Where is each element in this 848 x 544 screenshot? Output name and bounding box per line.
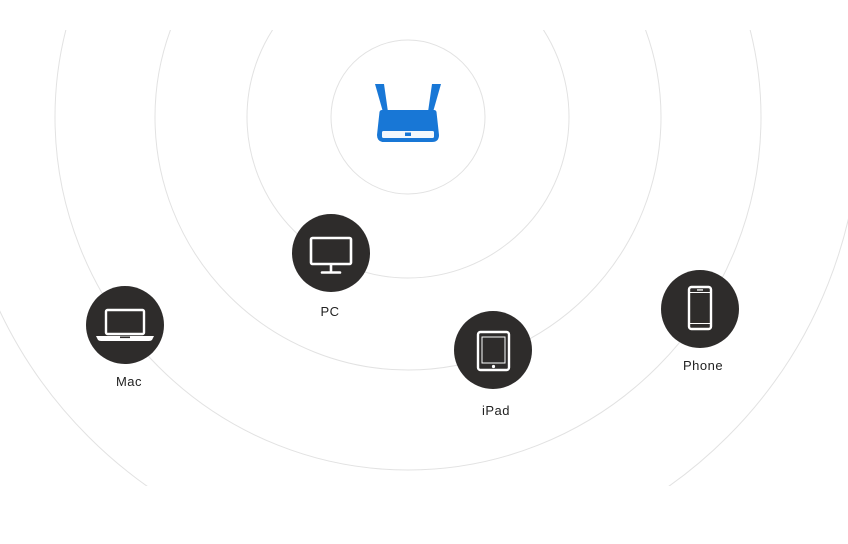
mac-circle bbox=[86, 286, 164, 364]
device-mac[interactable]: Mac bbox=[86, 286, 164, 389]
signal-ring-4 bbox=[54, 30, 762, 471]
mac-label: Mac bbox=[116, 374, 142, 389]
device-ipad[interactable]: iPad bbox=[454, 311, 532, 418]
phone-circle bbox=[661, 270, 739, 348]
phone-label: Phone bbox=[683, 358, 723, 373]
ipad-label: iPad bbox=[482, 403, 510, 418]
device-pc[interactable]: PC bbox=[292, 214, 370, 319]
tablet-icon bbox=[476, 330, 511, 372]
router-icon bbox=[375, 84, 441, 142]
monitor-icon bbox=[309, 236, 353, 274]
smartphone-icon bbox=[687, 285, 713, 331]
pc-circle bbox=[292, 214, 370, 292]
ipad-circle bbox=[454, 311, 532, 389]
device-phone[interactable]: Phone bbox=[661, 270, 739, 373]
signal-ring-1 bbox=[330, 39, 486, 195]
signal-ring-2 bbox=[246, 30, 570, 279]
signal-ring-3 bbox=[154, 30, 662, 371]
laptop-icon bbox=[96, 308, 154, 341]
pc-label: PC bbox=[320, 304, 339, 319]
